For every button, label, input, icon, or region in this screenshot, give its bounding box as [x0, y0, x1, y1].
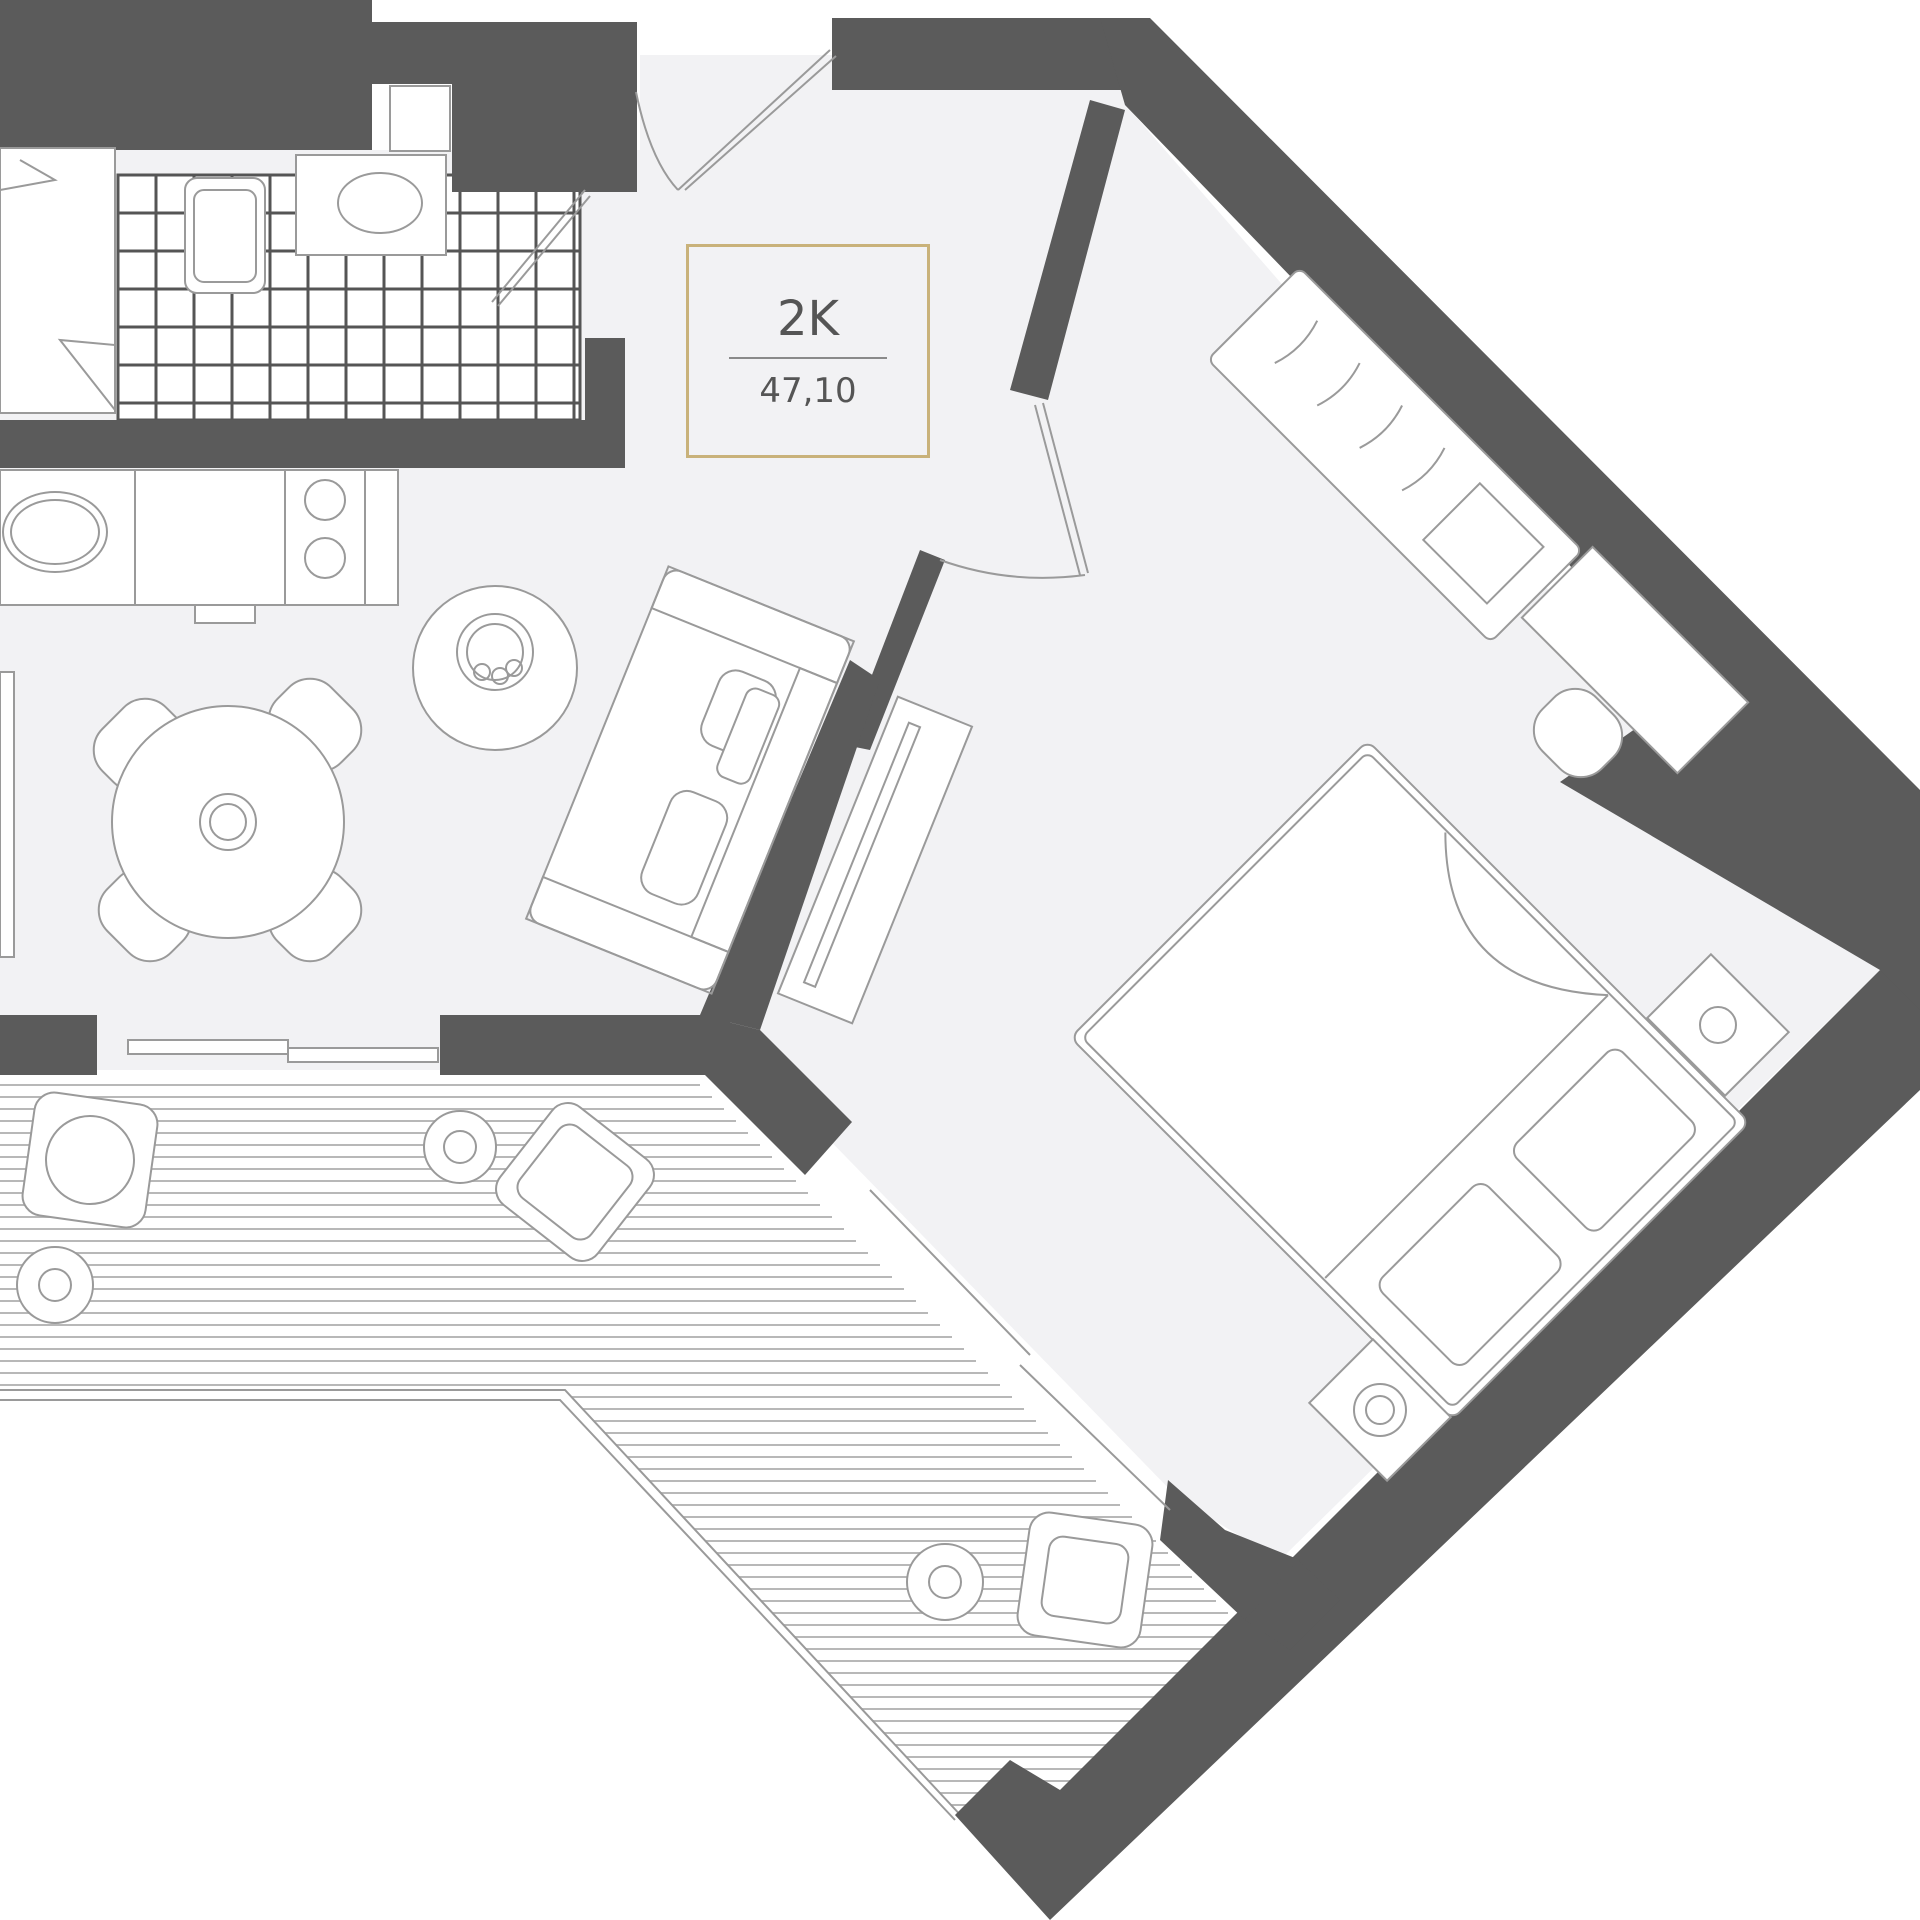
dining-set — [0, 671, 363, 963]
desk — [1520, 545, 1750, 779]
balcony-deck — [0, 1080, 1245, 1821]
doors — [491, 49, 1171, 1511]
bathroom-fixtures — [0, 85, 451, 414]
balcony-furniture — [16, 1091, 1154, 1649]
kitchen-counter — [0, 469, 399, 624]
plant-table — [412, 585, 578, 751]
nightstand-left — [1307, 1337, 1453, 1483]
wardrobe — [1209, 269, 1581, 641]
sofa — [524, 565, 856, 995]
bed — [1073, 743, 1747, 1417]
apartment-area: 47,10 — [759, 371, 857, 411]
nightstand-right — [1645, 952, 1791, 1098]
apartment-label: 2K 47,10 — [686, 244, 930, 458]
apartment-type: 2K — [776, 291, 839, 347]
tv-stand — [776, 695, 974, 1025]
window-sill — [127, 1039, 439, 1063]
label-divider — [729, 357, 887, 359]
